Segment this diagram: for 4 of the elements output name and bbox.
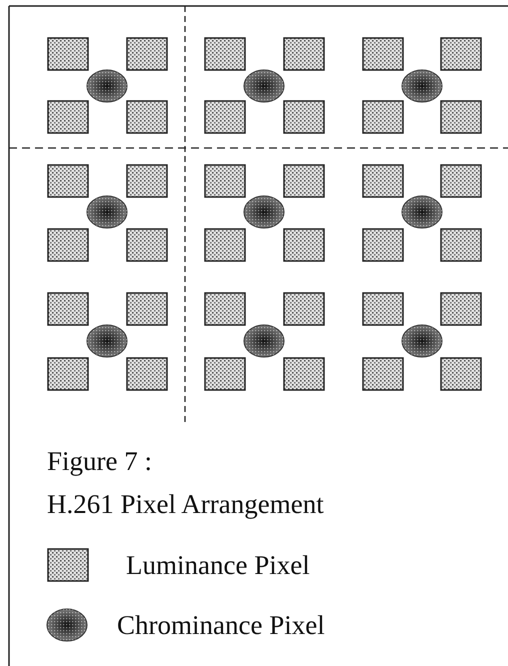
figure-caption: H.261 Pixel Arrangement xyxy=(47,488,324,520)
figure-caption: Figure 7 : xyxy=(47,445,152,477)
legend-label: Luminance Pixel xyxy=(126,549,310,581)
legend-label: Chrominance Pixel xyxy=(117,609,325,641)
